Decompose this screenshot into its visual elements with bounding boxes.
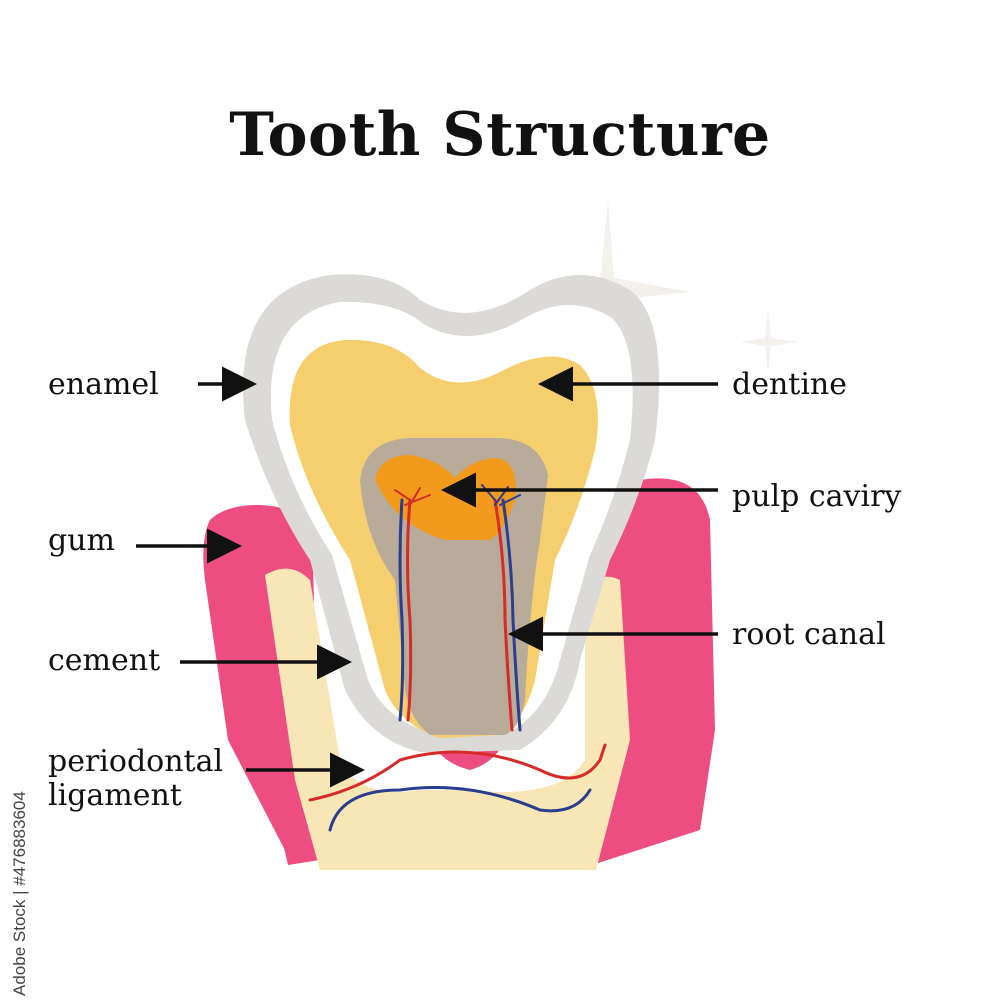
label-arrows (136, 366, 718, 788)
label-gum: gum (48, 523, 115, 558)
page-title: Tooth Structure (229, 100, 771, 170)
label-dentine: dentine (732, 367, 848, 402)
label-root-canal: root canal (732, 617, 886, 652)
label-pulp-cavity: pulp caviry (732, 479, 902, 514)
watermark-stamp: Adobe Stock | #476883604 (10, 791, 29, 996)
label-periodontal-line1: periodontal (48, 744, 224, 779)
sparkle-icon (540, 200, 800, 372)
bone-shape (265, 568, 630, 870)
label-enamel: enamel (48, 367, 159, 402)
label-cement: cement (48, 643, 161, 678)
label-periodontal-line2: ligament (48, 778, 182, 813)
